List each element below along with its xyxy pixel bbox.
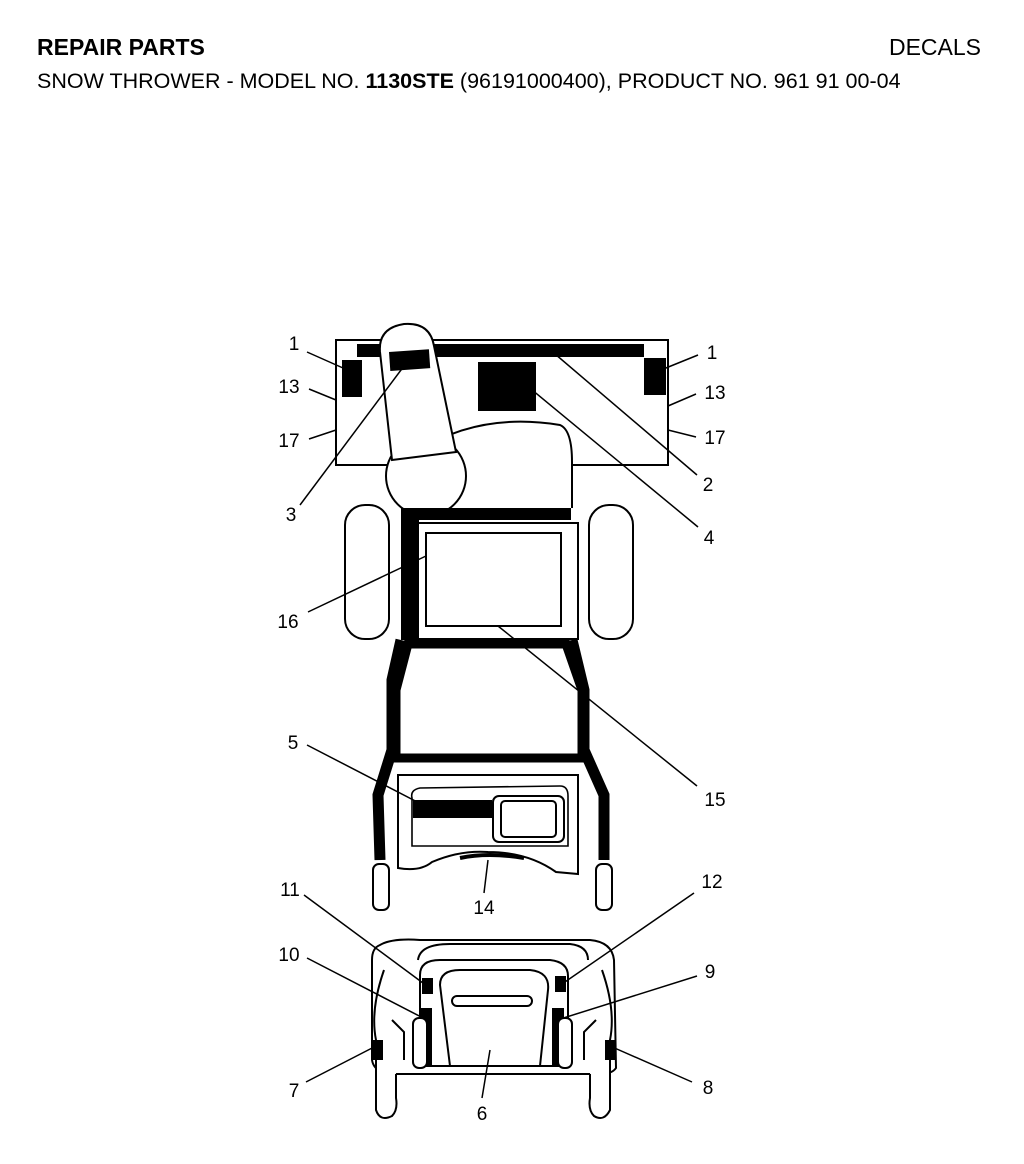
page-title-row: REPAIR PARTS DECALS (37, 36, 981, 59)
callout-10: 10 (278, 945, 299, 966)
rear-view (371, 938, 618, 1119)
callout-5: 5 (288, 733, 299, 754)
callout-8: 8 (703, 1078, 714, 1099)
decal-4 (478, 362, 536, 411)
decal-1-right (644, 358, 666, 395)
callout-9: 9 (705, 962, 716, 983)
callout-2: 2 (703, 475, 714, 496)
callout-14: 14 (473, 898, 495, 919)
callout-13-right: 13 (704, 383, 725, 404)
decal-7 (373, 1040, 383, 1060)
subtitle-suffix: (96191000400), PRODUCT NO. 961 91 00-04 (453, 69, 901, 93)
decal-12 (555, 976, 566, 992)
decal-11 (422, 978, 433, 994)
decal-8 (605, 1040, 615, 1060)
left-wheel (344, 504, 390, 640)
model-number: 1130STE (365, 69, 454, 93)
callout-1-right: 1 (707, 343, 718, 364)
callout-13-left: 13 (278, 377, 299, 398)
callout-12: 12 (701, 872, 722, 893)
callout-3: 3 (286, 505, 297, 526)
callout-6: 6 (477, 1104, 488, 1125)
callout-17-right: 17 (704, 428, 725, 449)
callout-7: 7 (289, 1081, 300, 1102)
decal-3 (389, 349, 431, 371)
section-title: DECALS (888, 34, 981, 60)
page-title: REPAIR PARTS (37, 34, 205, 60)
callout-17-left: 17 (278, 431, 299, 452)
callout-16: 16 (277, 612, 298, 633)
callout-11: 11 (280, 880, 300, 901)
subtitle-prefix: SNOW THROWER - MODEL NO. (37, 69, 366, 93)
callout-15: 15 (704, 790, 725, 811)
decal-16-panel (425, 532, 562, 627)
decal-1-left (342, 360, 362, 397)
control-panel (397, 774, 579, 876)
frame (372, 508, 610, 861)
right-wheel (588, 504, 634, 640)
decal-14 (459, 853, 525, 860)
model-subtitle: SNOW THROWER - MODEL NO. 1130STE (961910… (37, 69, 981, 93)
leader-lines (299, 347, 699, 1099)
decal-5 (413, 800, 492, 818)
callout-1-left: 1 (289, 334, 300, 355)
right-grip (595, 863, 613, 911)
left-grip (372, 863, 390, 911)
callout-4: 4 (704, 528, 715, 549)
discharge-chute (378, 322, 467, 517)
callout-labels: 1 13 17 3 1 13 17 2 4 16 15 5 14 11 12 1… (277, 334, 725, 1125)
